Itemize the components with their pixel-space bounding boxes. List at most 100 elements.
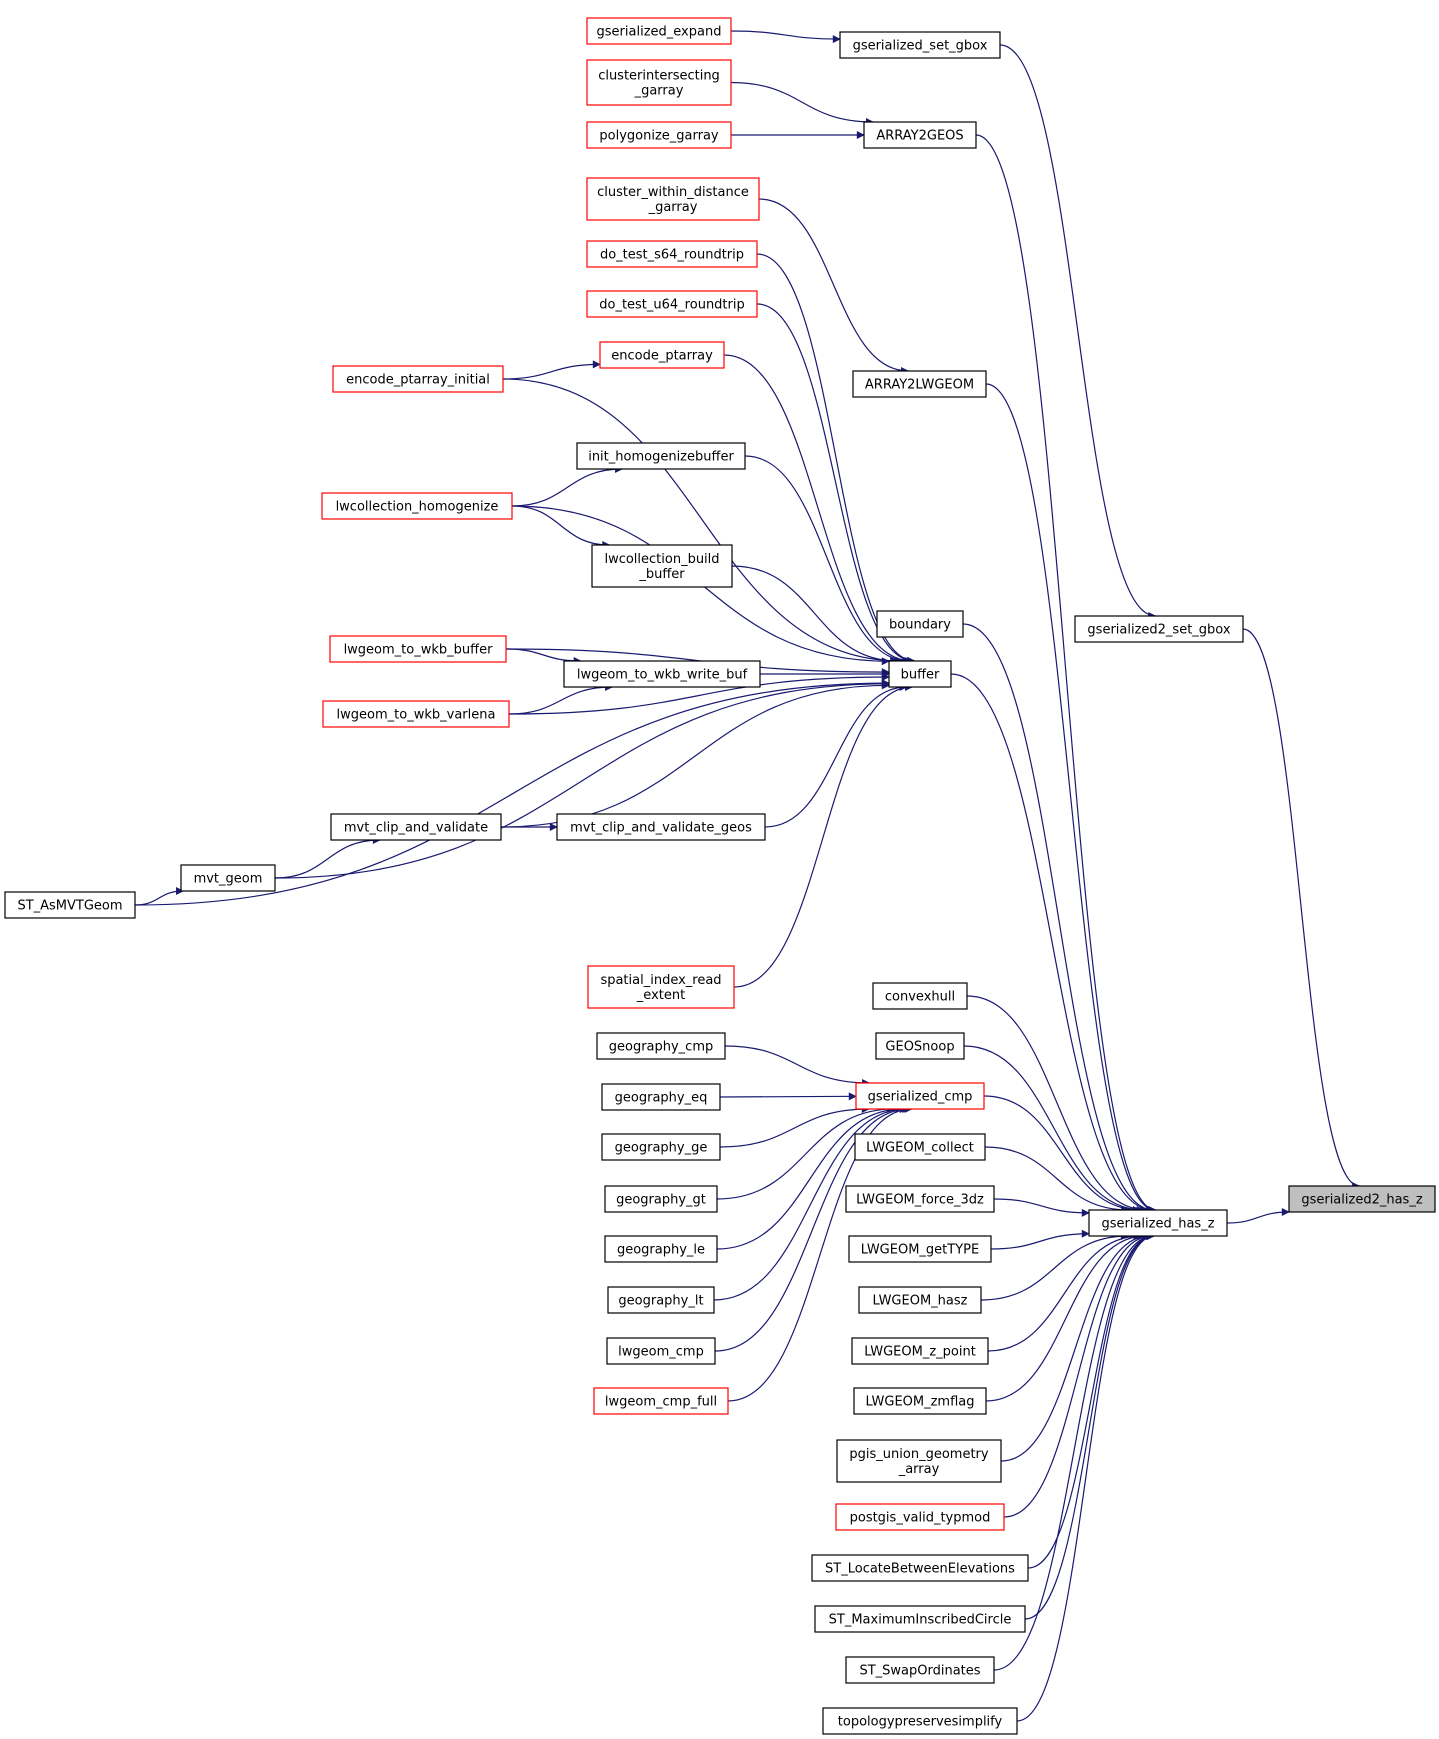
- node-box: [601, 1133, 721, 1161]
- node-label: mvt_geom: [194, 872, 263, 887]
- edge-lwgeom_hasz-to-gserialized_has_z: [980, 1232, 1129, 1301]
- node-gserialized-has-z[interactable]: gserialized_has_z: [1088, 1209, 1228, 1237]
- node-label: do_test_s64_roundtrip: [600, 248, 744, 263]
- edge-lwgeom_cmp-to-gserialized_cmp: [714, 1105, 911, 1352]
- node-label: lwgeom_to_wkb_varlena: [337, 708, 496, 723]
- node-label: gserialized_set_gbox: [853, 39, 988, 54]
- node-box: [586, 290, 758, 318]
- node-clusterintersecting[interactable]: clusterintersecting_garray: [586, 59, 732, 106]
- node-mvt-clip-and-validate[interactable]: mvt_clip_and_validate: [330, 813, 502, 841]
- node-label: geography_gt: [616, 1193, 706, 1208]
- edge-pgis_union_geometry_array-to-gserialized_has_z: [1000, 1232, 1151, 1462]
- edge-st_swapordinates-to-gserialized_has_z: [993, 1232, 1155, 1671]
- node-lwgeom-to-wkb-buffer[interactable]: lwgeom_to_wkb_buffer: [329, 635, 507, 663]
- node-gserialized-cmp[interactable]: gserialized_cmp: [855, 1082, 985, 1110]
- edge-encode_ptarray_initial-to-encode_ptarray: [502, 360, 601, 380]
- node-box: [836, 1439, 1002, 1483]
- node-box: [587, 965, 735, 1009]
- node-geography-le[interactable]: geography_le: [604, 1235, 718, 1263]
- edge-lwgeom_cmp_full-to-gserialized_cmp: [727, 1105, 913, 1402]
- node-lwgeom-z-point[interactable]: LWGEOM_z_point: [851, 1337, 989, 1365]
- node-box: [599, 341, 725, 369]
- node-box: [1088, 1209, 1228, 1237]
- edge-geography_gt-to-gserialized_cmp: [716, 1105, 896, 1200]
- node-box: [855, 1082, 985, 1110]
- node-gserialized2-has-z[interactable]: gserialized2_has_z: [1288, 1185, 1436, 1213]
- node-cluster-within[interactable]: cluster_within_distance_garray: [586, 177, 760, 221]
- node-lwcollection-homogenize[interactable]: lwcollection_homogenize: [321, 492, 513, 520]
- edge-lwgeom_to_wkb_varlena-to-lwgeom_to_wkb_write_buf: [508, 683, 614, 715]
- edge-gserialized_expand-to-gserialized_set_gbox: [730, 30, 841, 44]
- node-array2lwgeom[interactable]: ARRAY2LWGEOM: [852, 370, 987, 398]
- node-lwgeom-force-3dz[interactable]: LWGEOM_force_3dz: [845, 1185, 995, 1213]
- node-box: [556, 813, 766, 841]
- edge-st_locatebetweenelevations-to-gserialized_has_z: [1027, 1232, 1154, 1569]
- edge-lwcollection_build_buffer-to-buffer: [731, 565, 899, 665]
- node-st-locatebetweenelevations[interactable]: ST_LocateBetweenElevations: [811, 1554, 1029, 1582]
- edge-buffer-to-gserialized_has_z: [950, 673, 1154, 1214]
- node-label: do_test_u64_roundtrip: [599, 298, 745, 313]
- edge-array2lwgeom-to-gserialized_has_z: [985, 383, 1157, 1214]
- node-label: _buffer: [638, 567, 685, 582]
- node-label: geography_le: [617, 1243, 705, 1258]
- node-label: _array: [898, 1462, 940, 1477]
- node-convexhull[interactable]: convexhull: [872, 982, 968, 1010]
- node-box: [1288, 1185, 1436, 1213]
- node-lwgeom-cmp-full[interactable]: lwgeom_cmp_full: [593, 1387, 729, 1415]
- edge-init_homogenizebuffer-to-buffer: [744, 455, 911, 665]
- edge-lwgeom_force_3dz-to-gserialized_has_z: [993, 1198, 1090, 1217]
- node-lwgeom-hasz[interactable]: LWGEOM_hasz: [858, 1286, 982, 1314]
- node-gserialized-set-gbox[interactable]: gserialized_set_gbox: [839, 31, 1001, 59]
- node-encode-ptarray-initial[interactable]: encode_ptarray_initial: [332, 365, 504, 393]
- node-polygonize-garray[interactable]: polygonize_garray: [586, 121, 732, 149]
- edge-mvt_geom-to-mvt_clip_and_validate: [274, 836, 381, 879]
- node-box: [606, 1337, 716, 1365]
- node-lwgeom-collect[interactable]: LWGEOM_collect: [854, 1133, 986, 1161]
- node-geossnoop[interactable]: GEOSnoop: [875, 1032, 965, 1060]
- node-lwgeom-to-wkb-varlena[interactable]: lwgeom_to_wkb_varlena: [322, 700, 510, 728]
- node-st-maximuminscribedcircle[interactable]: ST_MaximumInscribedCircle: [814, 1605, 1026, 1633]
- node-gserialized2-set-gbox[interactable]: gserialized2_set_gbox: [1074, 615, 1244, 643]
- node-gserialized-expand[interactable]: gserialized_expand: [586, 17, 732, 45]
- node-st-swapordinates[interactable]: ST_SwapOrdinates: [845, 1656, 995, 1684]
- node-postgis-valid-typmod[interactable]: postgis_valid_typmod: [835, 1503, 1005, 1531]
- node-mvt-geom[interactable]: mvt_geom: [180, 864, 276, 892]
- node-pgis-union-geometry-array[interactable]: pgis_union_geometry_array: [836, 1439, 1002, 1483]
- node-lwgeom-to-wkb-write-buf[interactable]: lwgeom_to_wkb_write_buf: [563, 660, 761, 688]
- edge-lwgeom_z_point-to-gserialized_has_z: [987, 1232, 1142, 1352]
- node-topologypreservesimplify[interactable]: topologypreservesimplify: [822, 1707, 1018, 1735]
- node-encode-ptarray[interactable]: encode_ptarray: [599, 341, 725, 369]
- node-geography-gt[interactable]: geography_gt: [604, 1185, 718, 1213]
- node-lwcollection-build-buffer[interactable]: lwcollection_build_buffer: [591, 544, 733, 588]
- node-mvt-clip-and-validate-geos[interactable]: mvt_clip_and_validate_geos: [556, 813, 766, 841]
- edge-do_test_u64-to-buffer: [756, 303, 916, 665]
- node-do-test-u64[interactable]: do_test_u64_roundtrip: [586, 290, 758, 318]
- node-lwgeom-cmp[interactable]: lwgeom_cmp: [606, 1337, 716, 1365]
- node-init-homogenizebuffer[interactable]: init_homogenizebuffer: [576, 442, 746, 470]
- node-lwgeom-zmflag[interactable]: LWGEOM_zmflag: [853, 1387, 987, 1415]
- edge-gserialized_has_z-to-gserialized2_has_z: [1226, 1207, 1290, 1224]
- node-geography-ge[interactable]: geography_ge: [601, 1133, 721, 1161]
- node-label: topologypreservesimplify: [838, 1715, 1003, 1730]
- node-box: [607, 1286, 715, 1314]
- edges-layer: [134, 30, 1361, 1722]
- node-box: [876, 610, 964, 638]
- node-geography-lt[interactable]: geography_lt: [607, 1286, 715, 1314]
- node-array2geos[interactable]: ARRAY2GEOS: [863, 121, 977, 149]
- node-lwgeom-gettype[interactable]: LWGEOM_getTYPE: [848, 1235, 992, 1263]
- node-label: _garray: [634, 84, 684, 99]
- node-boundary[interactable]: boundary: [876, 610, 964, 638]
- edge-gserialized_cmp-to-gserialized_has_z: [983, 1095, 1141, 1214]
- node-label: encode_ptarray: [611, 349, 713, 364]
- node-spatial-index-read-extent[interactable]: spatial_index_read_extent: [587, 965, 735, 1009]
- node-label: clusterintersecting: [598, 69, 720, 84]
- edge-lwgeom_collect-to-gserialized_has_z: [984, 1146, 1130, 1214]
- node-box: [851, 1337, 989, 1365]
- node-geography-cmp[interactable]: geography_cmp: [596, 1032, 726, 1060]
- node-label: LWGEOM_getTYPE: [861, 1243, 979, 1258]
- node-do-test-s64[interactable]: do_test_s64_roundtrip: [586, 240, 758, 268]
- node-st-asmvtgeom[interactable]: ST_AsMVTGeom: [4, 891, 136, 919]
- node-geography-eq[interactable]: geography_eq: [601, 1083, 721, 1111]
- node-buffer[interactable]: buffer: [888, 660, 952, 688]
- edge-geography_ge-to-gserialized_cmp: [719, 1105, 870, 1148]
